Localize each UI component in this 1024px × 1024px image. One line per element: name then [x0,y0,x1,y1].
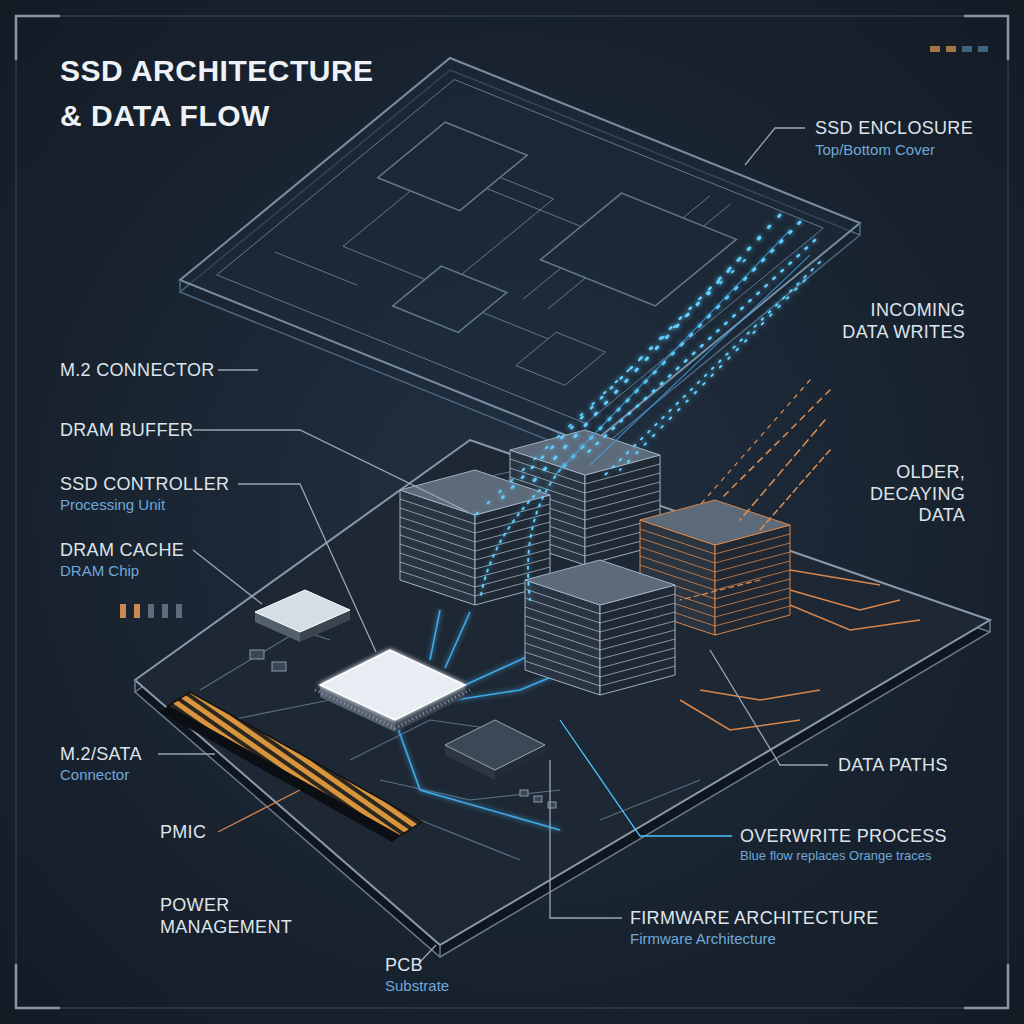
part-label: FIRMWARE ARCHITECTURE [630,908,879,930]
part-label: POWER MANAGEMENT [160,895,335,938]
diagram-title: SSD ARCHITECTURE & DATA FLOW [60,48,383,138]
sub-label: Processing Unit [60,496,165,514]
part-label: SSD ENCLOSURE [815,118,973,140]
part-label: M.2 CONNECTOR [60,360,215,382]
part-label: DRAM CACHE [60,540,184,562]
sub-label: DRAM Chip [60,562,139,580]
part-label: M.2/SATA [60,744,142,766]
sub-label: Firmware Architecture [630,930,776,948]
part-label: PCB [385,955,423,977]
part-label: DATA PATHS [838,755,948,777]
part-label: INCOMING DATA WRITES [830,300,965,343]
part-label: OLDER, DECAYING DATA [850,462,965,527]
sub-label: Connector [60,766,129,784]
part-label: SSD CONTROLLER [60,474,229,496]
sub-label: Top/Bottom Cover [815,141,935,159]
part-label: DRAM BUFFER [60,420,193,442]
sub-label: Substrate [385,977,449,995]
part-label: PMIC [160,822,206,844]
sub-label: Blue flow replaces Orange traces [740,848,931,864]
part-label: OVERWRITE PROCESS [740,826,947,848]
